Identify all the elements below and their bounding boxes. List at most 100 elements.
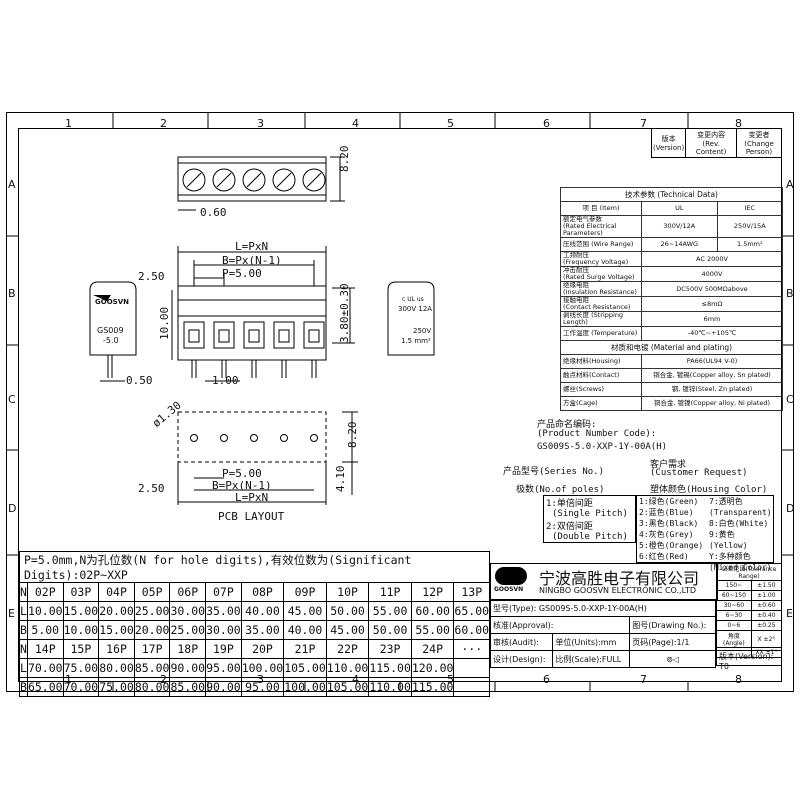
- pnc-series: 产品型号(Series No.): [503, 467, 605, 477]
- color-option: 4:灰色(Grey): [639, 530, 694, 539]
- tolerance-cell: 150~: [716, 580, 752, 591]
- title-block-table: 型号(Type): GS009S-5.0-XXP-1Y-00A(H) 核准(Ap…: [489, 599, 716, 668]
- poles-cell: 18P: [169, 639, 207, 659]
- dim-l: L=PxN: [235, 240, 269, 253]
- poles-cell: 100.00: [240, 658, 285, 678]
- poles-cell: 65.00: [453, 601, 491, 621]
- material-value: PA66(UL94 V-0): [641, 354, 783, 369]
- material-value: 钢, 镀锌(Steel, Zn plated): [641, 382, 783, 397]
- tech-col-ul: UL: [641, 201, 718, 216]
- poles-cell: 95.00: [240, 677, 285, 697]
- rev-content-header: 变更内容 (Rev. Content): [685, 128, 737, 158]
- poles-cell: 45.00: [325, 620, 370, 640]
- color-option: 7:透明色: [709, 497, 743, 506]
- type-label: 型号(Type):: [493, 603, 537, 613]
- poles-cell: 90.00: [205, 677, 242, 697]
- dim-p: P=5.00: [222, 267, 262, 280]
- poles-cell: 09P: [283, 582, 327, 602]
- poles-cell: 80.00: [98, 658, 135, 678]
- poles-cell: 30.00: [169, 601, 207, 621]
- color-option: 9:黄色(Yellow): [709, 530, 748, 550]
- poles-cell: 65.00: [26, 677, 64, 697]
- version-cell: 版本(Version): T0: [716, 650, 782, 671]
- poles-cell: 20P: [240, 639, 285, 659]
- poles-cell: 60.00: [410, 601, 455, 621]
- tolerance-cell: 6~30: [716, 610, 752, 621]
- poles-cell: 11P: [368, 582, 412, 602]
- material-key: 绝缘材料(Housing): [560, 354, 642, 369]
- pnc-code: GS009S-5.0-XXP-1Y-00A(H): [537, 442, 668, 452]
- poles-cell: 40.00: [283, 620, 327, 640]
- right-side-view: [387, 281, 435, 356]
- poles-cell: 75.00: [98, 677, 135, 697]
- pnc-pitch-2-en: (Double Pitch): [552, 532, 628, 542]
- design-cell: 设计(Design):: [489, 650, 554, 668]
- poles-cell: 25.00: [133, 601, 171, 621]
- grid-row-label: D: [786, 502, 795, 515]
- pnc-housing-color: 塑体颜色(Housing Color): [650, 485, 768, 495]
- poles-cell: 03P: [62, 582, 100, 602]
- poles-cell: 40.00: [240, 601, 285, 621]
- poles-cell: 50.00: [325, 601, 370, 621]
- grid-col-label: 4: [352, 117, 359, 130]
- tech-row-value: AC 2000V: [641, 251, 783, 267]
- grid-row-label: B: [8, 287, 16, 300]
- poles-cell: 60.00: [453, 620, 491, 640]
- grid-row-label: B: [786, 287, 794, 300]
- poles-cell: 24P: [410, 639, 455, 659]
- poles-cell: 23P: [368, 639, 412, 659]
- projection-symbol-icon: ⊚◁: [629, 650, 716, 668]
- poles-cell: 110.00: [368, 677, 412, 697]
- poles-cell: 10P: [325, 582, 370, 602]
- poles-cell: 50.00: [368, 620, 412, 640]
- poles-cell: 06P: [169, 582, 207, 602]
- grid-row-label: A: [8, 178, 16, 191]
- color-option: 2:蓝色(Blue): [639, 508, 694, 517]
- poles-cell: 15P: [62, 639, 100, 659]
- tech-mat-title: 材质和电镀 (Material and plating): [560, 340, 783, 355]
- poles-cell: 07P: [205, 582, 242, 602]
- color-option: 1:绿色(Green): [639, 497, 699, 506]
- grid-col-label: 7: [640, 117, 647, 130]
- audit-cell: 审核(Audit):: [489, 633, 554, 651]
- color-option: 6:红色(Red): [639, 552, 689, 561]
- poles-cell: 45.00: [283, 601, 327, 621]
- tech-row-ul: 26~14AWG: [641, 237, 718, 252]
- poles-cell: ···: [453, 639, 491, 659]
- grid-col-label: 1: [65, 117, 72, 130]
- tech-row-iec: 1.5mm²: [716, 237, 784, 252]
- tech-col-iec: IEC: [716, 201, 784, 216]
- rev-person-header: 变更者 (Change Person): [736, 128, 782, 158]
- poles-cell: [453, 658, 491, 678]
- poles-cell: 14P: [26, 639, 64, 659]
- poles-cell: 120.00: [410, 658, 455, 678]
- material-key: 触点材料(Contact): [560, 368, 642, 383]
- rev-version-header: 版本 (Version): [650, 128, 687, 158]
- pnc-pitch-1: 1:单倍间距: [546, 499, 593, 509]
- poles-cell: 22P: [325, 639, 370, 659]
- poles-cell: L: [19, 658, 28, 678]
- poles-cell: 110.00: [325, 658, 370, 678]
- dim-edge: 2.50: [138, 270, 165, 283]
- poles-cell: 70.00: [62, 677, 100, 697]
- poles-cell: 12P: [410, 582, 455, 602]
- grid-row-label: C: [786, 393, 794, 406]
- poles-cell: 85.00: [133, 658, 171, 678]
- pcb-layout: [177, 411, 327, 505]
- poles-cell: 10.00: [26, 601, 64, 621]
- tolerance-cell: ±1.50: [750, 580, 783, 591]
- tech-title: 技术参数 (Technical Data): [560, 187, 783, 202]
- tolerance-cell: X ±2°: [750, 630, 783, 648]
- grid-col-label: 8: [735, 673, 742, 686]
- tolerance-head: 公差范围(Tolerance Range): [716, 563, 782, 581]
- material-value: 铜合金, 镀锡(Copper alloy, Sn plated): [641, 368, 783, 383]
- dim-b: B=Px(N-1): [222, 254, 282, 267]
- poles-cell: 05P: [133, 582, 171, 602]
- pcb-dim-l: L=PxN: [235, 491, 269, 504]
- tolerance-cell: ±0.40: [750, 610, 783, 621]
- tech-row-iec: 250V/15A: [716, 215, 784, 238]
- dim-height-top: 8.20: [338, 145, 351, 173]
- front-view: [171, 246, 355, 382]
- pcb-dim-p: P=5.00: [222, 467, 262, 480]
